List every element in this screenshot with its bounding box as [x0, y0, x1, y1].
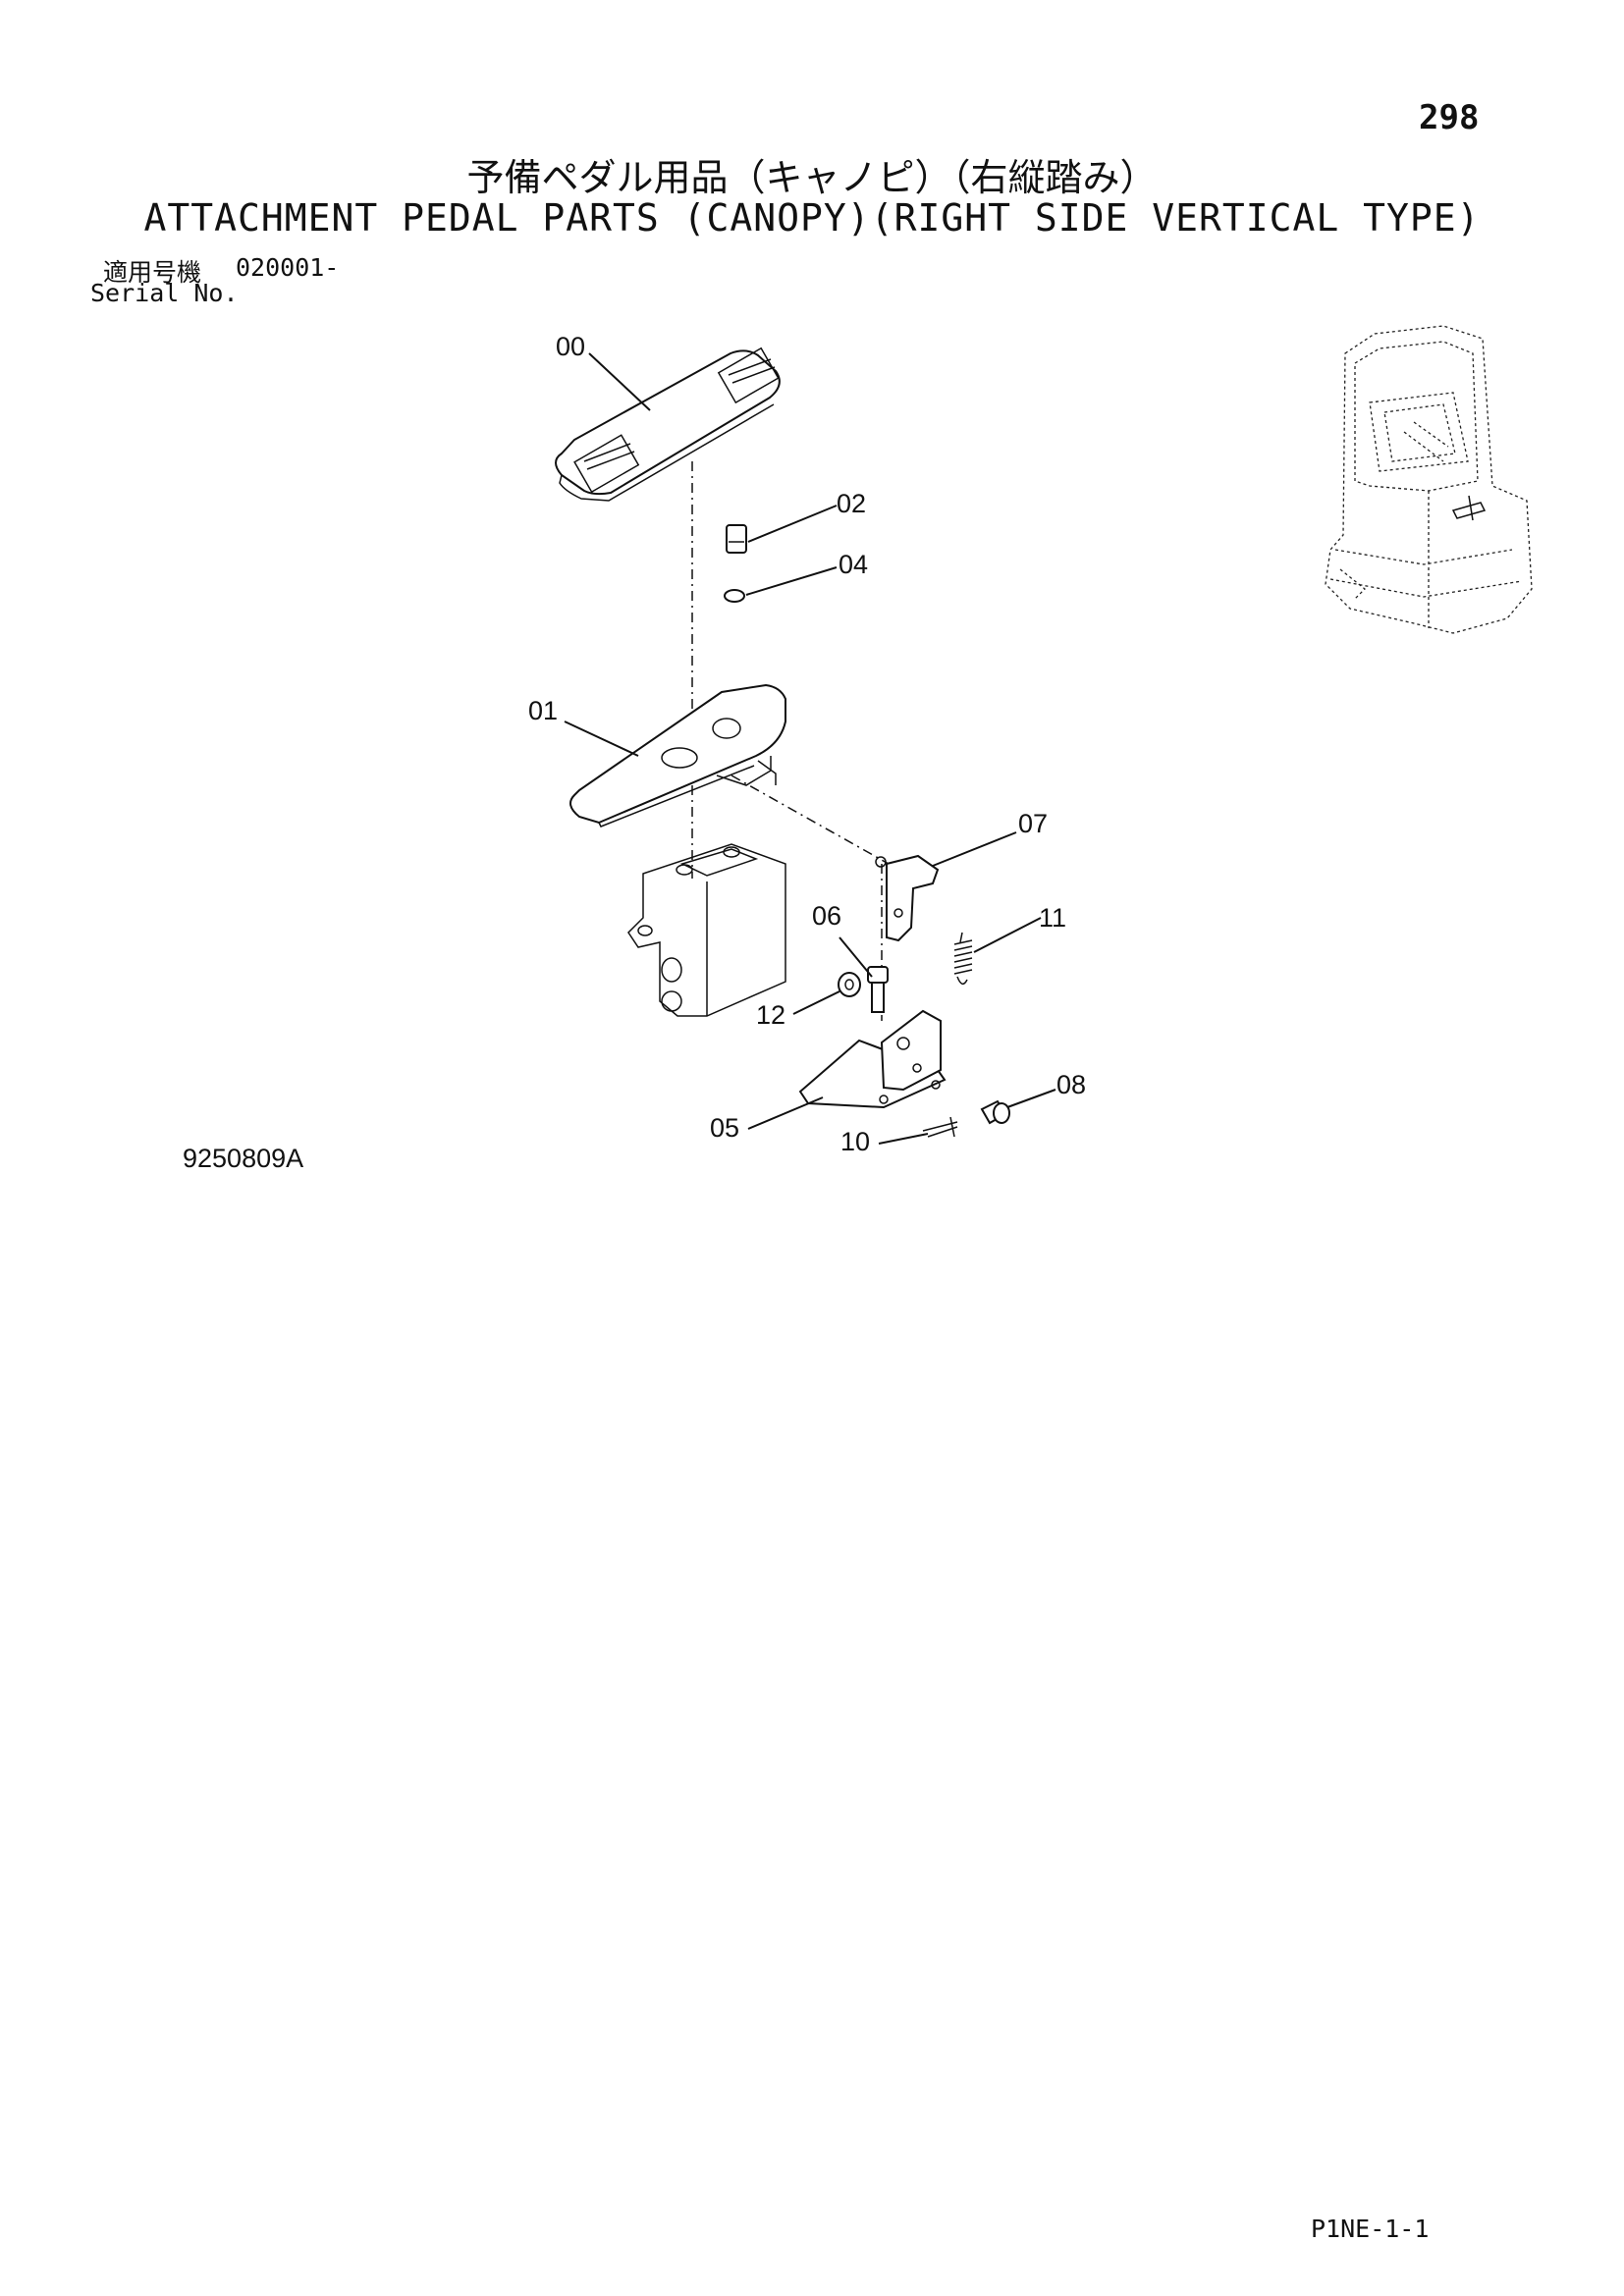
- callout-06: 06: [812, 901, 841, 931]
- callout-12: 12: [756, 1000, 785, 1030]
- pin-part-08: [980, 1099, 1010, 1125]
- callout-11: 11: [1039, 903, 1066, 933]
- page-title-japanese: 予備ペダル用品（キャノピ）（右縦踏み）: [466, 156, 1158, 199]
- callout-08: 08: [1056, 1070, 1086, 1099]
- cotter-pin-part-10: [922, 1116, 958, 1138]
- page-code: P1NE-1-1: [1311, 2215, 1430, 2243]
- callout-07: 07: [1018, 809, 1048, 838]
- callout-04: 04: [839, 550, 868, 579]
- callout-02: 02: [837, 489, 866, 518]
- mounting-plate-part-05: [798, 1009, 947, 1109]
- drawing-number: 9250809A: [183, 1144, 304, 1173]
- spring-part-11: [953, 932, 973, 986]
- callout-05: 05: [710, 1113, 739, 1143]
- bracket-part-07: [875, 854, 940, 942]
- serial-label-japanese: 適用号機: [103, 258, 202, 287]
- serial-label-english: Serial No.: [90, 279, 239, 307]
- page-title-english: ATTACHMENT PEDAL PARTS (CANOPY)(RIGHT SI…: [143, 196, 1481, 240]
- machine-location-thumbnail: [1325, 325, 1533, 634]
- pilot-valve-reference: [627, 843, 786, 1017]
- serial-number-value: 020001-: [236, 253, 340, 282]
- washer-part-04: [724, 589, 745, 603]
- pedal-body-part: [569, 683, 786, 828]
- assembly-axis-pin: [731, 774, 890, 865]
- callout-leaders: [564, 352, 1056, 1145]
- callout-10: 10: [840, 1127, 870, 1156]
- pedal-rubber-pad-part: [555, 347, 781, 502]
- page-number: 298: [1419, 98, 1480, 137]
- bolt-part-06: [867, 966, 889, 1013]
- washer-part-12: [838, 972, 861, 997]
- bolt-part-02: [726, 524, 747, 554]
- callout-00: 00: [556, 332, 585, 361]
- callout-01: 01: [528, 696, 558, 725]
